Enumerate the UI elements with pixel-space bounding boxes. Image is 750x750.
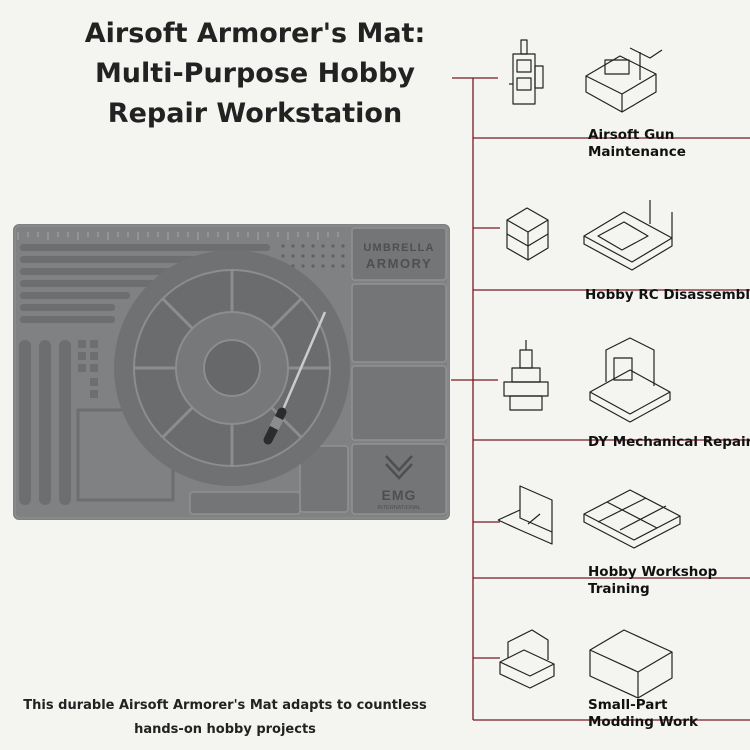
brand-top: UMBRELLA: [363, 242, 434, 254]
title-line-3: Repair Workstation: [107, 98, 403, 129]
caption-line-1: This durable Airsoft Armorer's Mat adapt…: [23, 698, 427, 713]
screwdriver: [263, 311, 327, 445]
small-block-icon: [499, 629, 555, 689]
brand-bottom: ARMORY: [366, 256, 432, 271]
emg-logo-icon: [385, 455, 413, 480]
label-hobby-workshop-training: Hobby Workshop Training: [588, 564, 718, 597]
stacked-cubes-icon: [506, 207, 549, 261]
label-airsoft-gun-maintenance: Airsoft Gun Maintenance: [588, 127, 686, 160]
connector-lines: [451, 77, 750, 721]
logo-sub: INTERNATIONAL: [377, 505, 421, 511]
title-line-2: Multi-Purpose Hobby: [94, 58, 416, 89]
receiver-block-icon: [585, 47, 663, 113]
label-hobby-rc-disassembly: Hobby RC Disassembly: [585, 287, 750, 303]
label-dy-mechanical-repair: DY Mechanical Repair: [588, 434, 750, 450]
ruler: [17, 232, 339, 240]
gearbox-icon: [509, 39, 544, 105]
compartments: [189, 227, 447, 515]
rc-chassis-icon: [583, 200, 673, 271]
panel-stand-icon: [497, 485, 553, 545]
grid-tray-icon: [583, 489, 681, 549]
frame-bracket-icon: [589, 337, 671, 423]
caption: This durable Airsoft Armorer's Mat adapt…: [20, 694, 430, 742]
dot-grid: [281, 244, 345, 268]
logo-text: EMG: [382, 487, 417, 503]
long-block-icon: [589, 629, 673, 699]
label-small-part-modding-work: Small-Part Modding Work: [588, 697, 698, 730]
tiered-part-icon: [503, 340, 549, 411]
page-title: Airsoft Armorer's Mat: Multi-Purpose Hob…: [60, 14, 450, 134]
caption-line-2: hands-on hobby projects: [134, 722, 316, 737]
title-line-1: Airsoft Armorer's Mat:: [84, 18, 426, 49]
armorer-mat: UMBRELLA ARMORY EMG INTERNATIONAL: [13, 224, 450, 520]
